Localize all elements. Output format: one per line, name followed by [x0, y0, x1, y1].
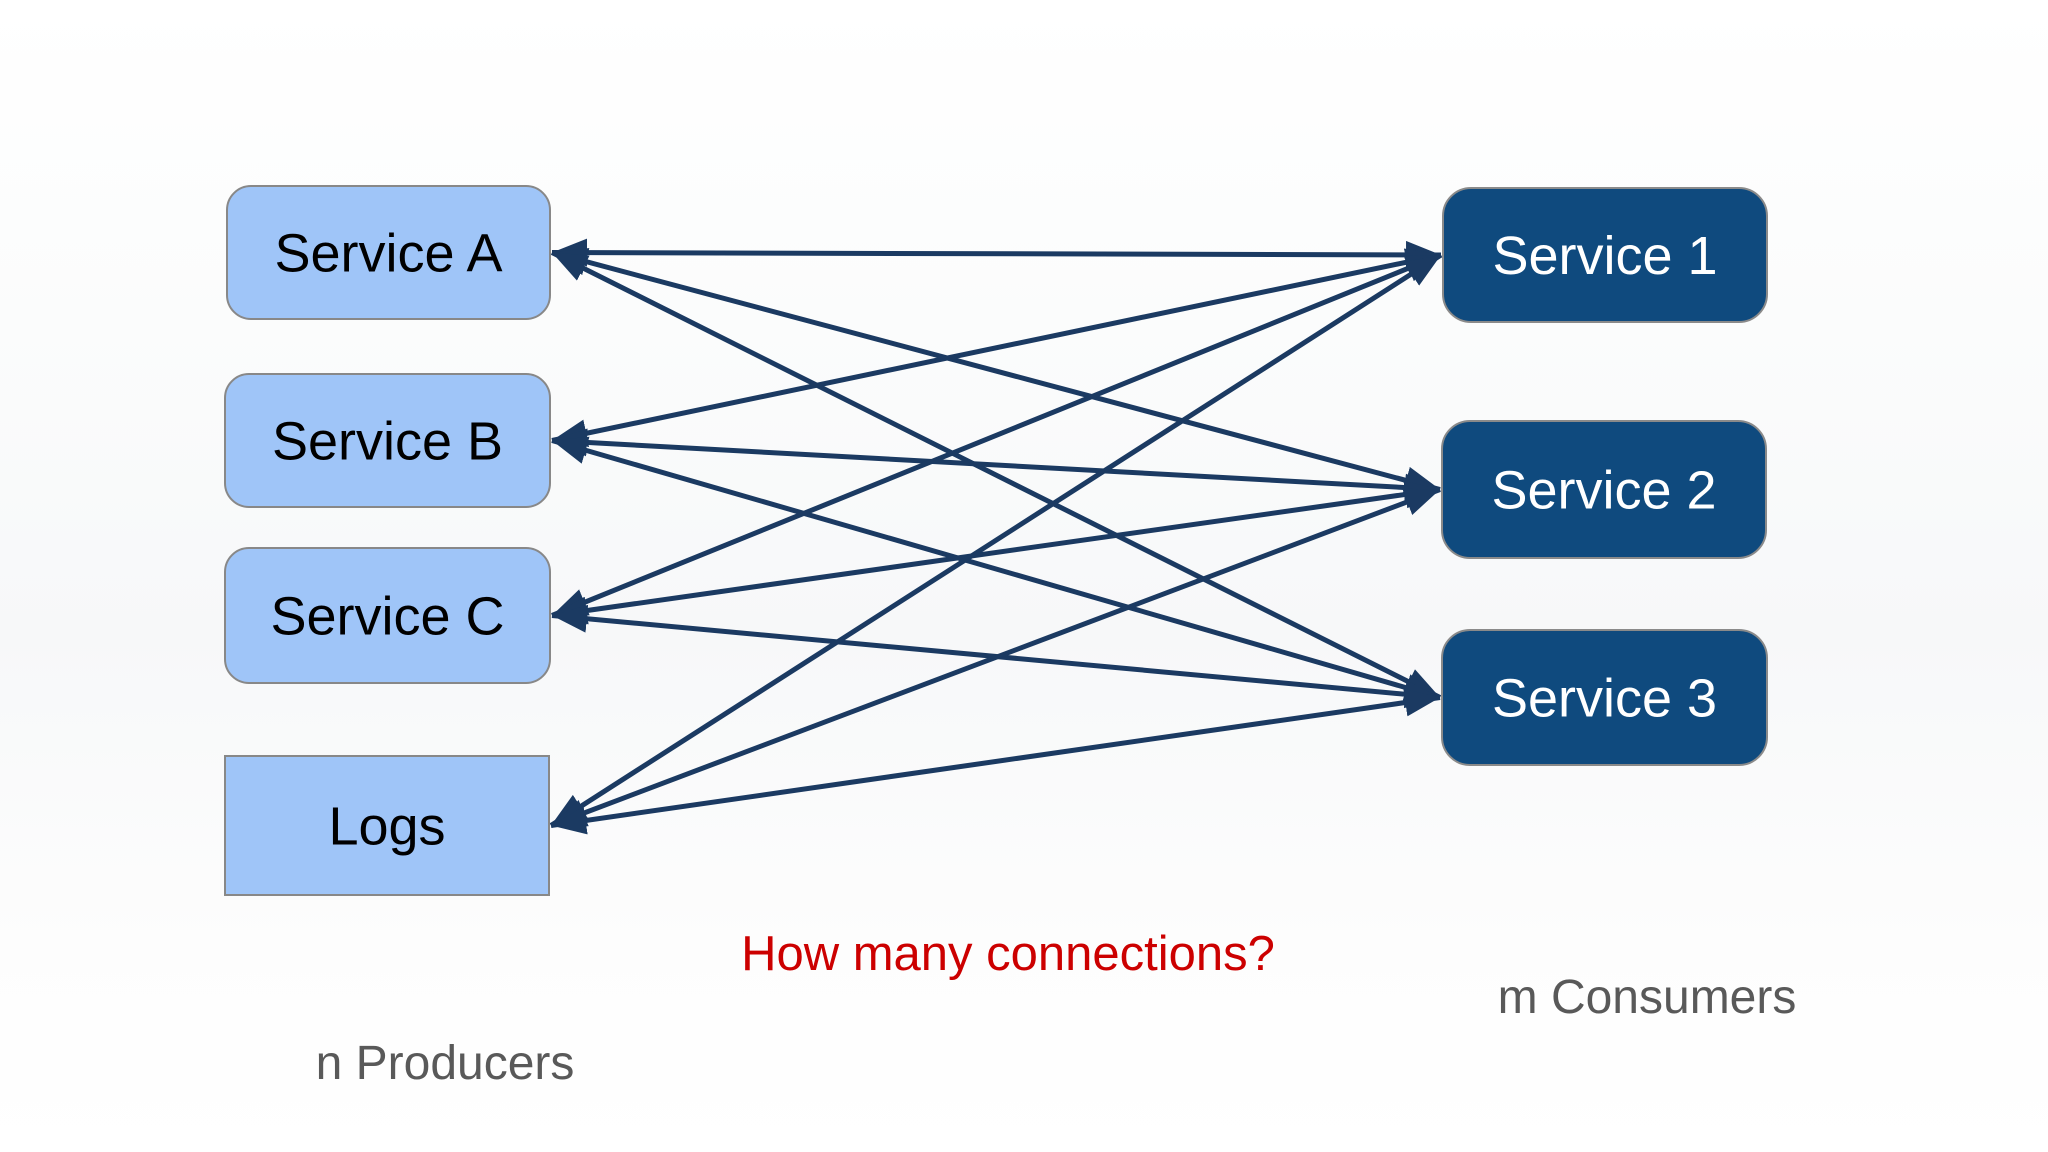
- consumer-nodes: Service 1 Service 2 Service 3: [1441, 187, 1768, 766]
- connection-arrow-service-b-to-service-1: [551, 248, 1442, 448]
- connection-arrow-service-a-to-service-3: [550, 250, 1442, 700]
- producer-node-service-c: Service C: [224, 547, 551, 684]
- consumer-box-service-1: [1442, 187, 1768, 323]
- consumers-count-label: m Consumers: [1498, 971, 1797, 1024]
- producer-node-service-a: Service A: [226, 185, 551, 320]
- connection-arrow-service-b-to-service-2: [551, 428, 1441, 502]
- consumer-node-service-3: Service 3: [1441, 629, 1768, 766]
- connection-arrow-logs-to-service-3: [550, 688, 1441, 835]
- consumer-node-service-1: Service 1: [1442, 187, 1768, 323]
- producer-label-service-b: Service B: [272, 412, 503, 472]
- producer-box-service-b: [224, 373, 551, 508]
- connection-arrow-service-a-to-service-1: [551, 238, 1442, 269]
- producer-label-service-c: Service C: [270, 587, 504, 647]
- producer-box-service-c: [224, 547, 551, 684]
- consumer-label-service-1: Service 1: [1492, 226, 1717, 286]
- producer-label-logs: Logs: [328, 797, 445, 857]
- producer-node-logs: Logs: [224, 755, 550, 896]
- consumer-box-service-3: [1441, 629, 1768, 766]
- consumer-label-service-3: Service 3: [1492, 669, 1717, 729]
- connection-arrow-service-a-to-service-2: [551, 247, 1441, 495]
- consumer-label-service-2: Service 2: [1491, 461, 1716, 521]
- producer-nodes: Service A Service B Service C Logs: [224, 185, 551, 896]
- producer-label-service-a: Service A: [274, 224, 502, 284]
- producer-node-service-b: Service B: [224, 373, 551, 508]
- connection-arrow-service-c-to-service-2: [551, 480, 1441, 625]
- connection-arrows: [549, 238, 1443, 835]
- producers-count-label: n Producers: [316, 1037, 575, 1090]
- producer-box-logs: [224, 755, 550, 896]
- producer-box-service-a: [226, 185, 551, 320]
- consumer-box-service-2: [1441, 420, 1767, 559]
- consumer-node-service-2: Service 2: [1441, 420, 1767, 559]
- question-label: How many connections?: [741, 927, 1275, 981]
- connection-arrow-service-c-to-service-1: [551, 252, 1442, 618]
